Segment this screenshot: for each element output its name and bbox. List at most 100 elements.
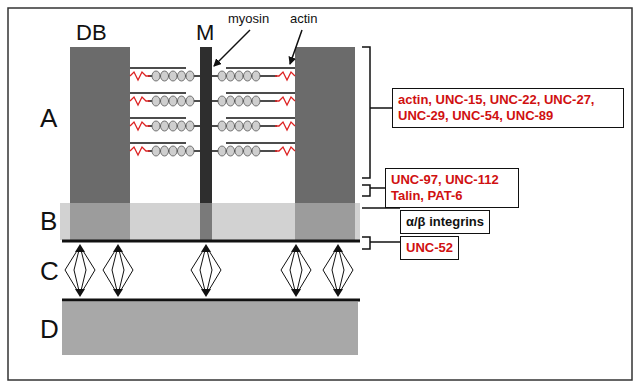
dense-body-base xyxy=(295,203,355,240)
titin-spring xyxy=(275,97,295,105)
myosin-head xyxy=(152,121,160,131)
tether-head xyxy=(201,289,211,297)
tether-fibres xyxy=(323,246,353,295)
titin-spring xyxy=(130,147,150,155)
m-line xyxy=(200,47,212,203)
titin-spring xyxy=(130,72,150,80)
pointer-arrow xyxy=(290,30,302,64)
dense-body xyxy=(295,47,355,203)
tether-fibres xyxy=(65,246,95,295)
actin-filament xyxy=(130,92,186,93)
myosin-head xyxy=(178,121,186,131)
tether-head xyxy=(75,289,85,297)
myosin-head xyxy=(244,121,252,131)
filaments xyxy=(130,68,295,156)
myosin-head xyxy=(161,71,169,81)
tether-fibres xyxy=(103,246,133,295)
actin-filament xyxy=(226,117,295,118)
dense-body xyxy=(70,47,130,203)
myosin-head xyxy=(235,121,243,131)
myosin-head xyxy=(161,146,169,156)
actin-filament xyxy=(130,117,186,118)
myosin-head xyxy=(152,71,160,81)
actin-filament xyxy=(130,142,186,143)
tether-fibres xyxy=(281,246,311,295)
protein-list: UNC-97, UNC-112 Talin, PAT-6 xyxy=(391,172,513,204)
myosin-head xyxy=(252,146,260,156)
filament-label: actin xyxy=(290,12,317,25)
myosin-head xyxy=(235,71,243,81)
myosin-head xyxy=(178,71,186,81)
region-letter: C xyxy=(40,258,59,284)
myosin-head xyxy=(169,96,177,106)
myosin-head xyxy=(169,146,177,156)
myosin-head xyxy=(152,146,160,156)
tether-head xyxy=(333,244,343,252)
m-line-base xyxy=(200,203,212,240)
membrane-band xyxy=(60,203,360,240)
myosin-head xyxy=(161,96,169,106)
myosin-head xyxy=(152,96,160,106)
myosin-head xyxy=(186,121,194,131)
basement-line xyxy=(62,299,360,302)
myosin-head xyxy=(252,96,260,106)
tether-head xyxy=(291,289,301,297)
myosin-head xyxy=(186,146,194,156)
actin-filament xyxy=(130,67,186,68)
myosin-head xyxy=(227,96,235,106)
myosin-head xyxy=(178,146,186,156)
myosin-head xyxy=(169,71,177,81)
myosin-head xyxy=(252,71,260,81)
titin-spring xyxy=(275,72,295,80)
tether-head xyxy=(201,244,211,252)
myosin-head xyxy=(227,71,235,81)
titin-spring xyxy=(130,97,150,105)
protein-list: actin, UNC-15, UNC-22, UNC-27, UNC-29, U… xyxy=(398,92,618,124)
region-letter: A xyxy=(40,105,57,131)
myosin-head xyxy=(227,146,235,156)
tether-head xyxy=(291,244,301,252)
protein-box: actin, UNC-15, UNC-22, UNC-27, UNC-29, U… xyxy=(392,88,624,128)
tether-head xyxy=(75,244,85,252)
myosin-head xyxy=(235,146,243,156)
protein-box: UNC-52 xyxy=(400,236,459,260)
tether-head xyxy=(113,289,123,297)
region-letter: B xyxy=(40,208,57,234)
myosin-head xyxy=(244,146,252,156)
actin-filament xyxy=(226,92,295,93)
m-line-label: M xyxy=(196,22,214,44)
myosin-head xyxy=(178,96,186,106)
myosin-head xyxy=(244,96,252,106)
region-letter: D xyxy=(40,316,59,342)
myosin-head xyxy=(169,121,177,131)
dense-body-label: DB xyxy=(76,22,107,44)
myosin-head xyxy=(227,121,235,131)
filament-label: myosin xyxy=(228,12,269,25)
myosin-head xyxy=(218,146,226,156)
pointer-arrow xyxy=(214,30,250,66)
myosin-head xyxy=(252,121,260,131)
membrane-line xyxy=(62,240,360,243)
titin-spring xyxy=(275,147,295,155)
dense-body-base xyxy=(70,203,130,240)
myosin-head xyxy=(186,71,194,81)
outer-frame xyxy=(8,8,632,380)
myosin-head xyxy=(244,71,252,81)
titin-spring xyxy=(275,122,295,130)
protein-list: UNC-52 xyxy=(406,240,453,256)
protein-box: UNC-97, UNC-112 Talin, PAT-6 xyxy=(385,168,519,208)
hypodermis xyxy=(62,302,358,355)
protein-box: α/β integrins xyxy=(400,210,490,234)
tether-fibres xyxy=(191,246,221,295)
myosin-head xyxy=(218,121,226,131)
myosin-head xyxy=(186,96,194,106)
tethers xyxy=(65,244,353,297)
myosin-head xyxy=(161,121,169,131)
tether-head xyxy=(113,244,123,252)
titin-spring xyxy=(130,122,150,130)
bracket xyxy=(362,47,400,249)
myosin-head xyxy=(218,71,226,81)
actin-filament xyxy=(226,142,295,143)
actin-filament xyxy=(226,67,295,68)
